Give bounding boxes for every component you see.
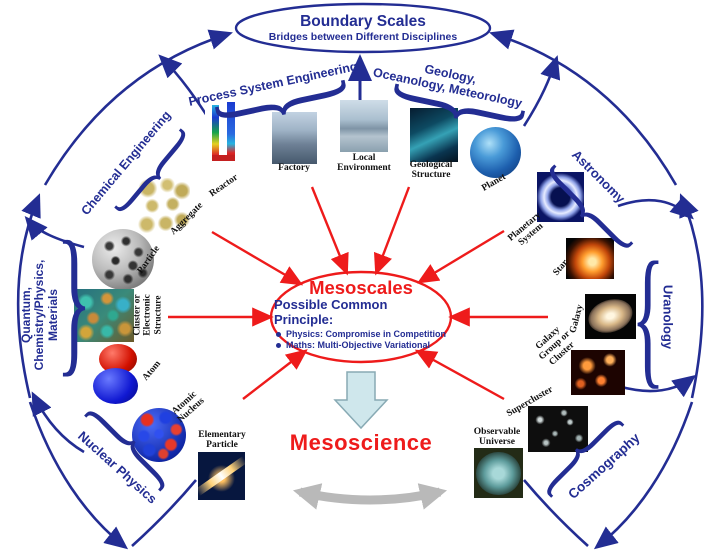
star-image — [566, 238, 614, 279]
galaxy-spiral-graphic — [585, 294, 636, 339]
atom-image — [85, 342, 147, 406]
red-arrow-supercluster — [414, 349, 505, 401]
connector-top-right — [522, 55, 561, 127]
observable-universe-image — [474, 448, 523, 498]
red-arrow-geological-structure — [374, 186, 411, 276]
bullet-physics-text: Physics: Compromise in Competition — [285, 329, 447, 340]
outer-arc-right — [679, 193, 704, 399]
red-arrow-atomic-nucleus — [242, 349, 308, 400]
bullet-maths: Maths: Multi-Objective Variational — [275, 340, 446, 351]
local-environment-image — [340, 100, 388, 152]
factory-label: Factory — [278, 162, 310, 173]
elementary-particle-image — [198, 452, 245, 500]
principle-bullets: Physics: Compromise in Competition Maths… — [275, 329, 447, 351]
factory-image — [272, 112, 317, 164]
red-arrow-local-environment — [310, 186, 349, 276]
boundary-subtitle: Bridges between Different Disciplines — [268, 31, 458, 43]
red-arrows — [168, 186, 548, 401]
particle-collision-streak-graphic — [198, 456, 245, 496]
reactor-image — [205, 102, 241, 166]
bullet-dot-icon — [275, 342, 281, 348]
mesoscience-label: Mesoscience — [289, 430, 433, 455]
astronomy-brace: { — [520, 143, 646, 269]
atomic-nucleus-image — [132, 408, 186, 462]
planetary-system-image — [537, 172, 584, 222]
supercluster-image — [528, 406, 588, 452]
connector-quantum-bottom — [31, 391, 85, 454]
inner-arc-bottom-left — [131, 479, 197, 547]
bullet-physics: Physics: Compromise in Competition — [275, 329, 447, 340]
bullet-dot-icon — [275, 331, 281, 337]
cluster-structure-image — [74, 289, 134, 342]
aggregate-image — [136, 178, 190, 236]
atom-orbital-blue-graphic — [93, 368, 138, 404]
outer-ring — [16, 29, 704, 550]
common-principle-subtitle: Possible Common Principle: — [274, 297, 388, 327]
elementary-particle-label: Elementary Particle — [198, 429, 246, 450]
galaxy-group-image — [571, 350, 625, 395]
reactor-column-graphic — [227, 102, 235, 160]
mesoscales-title: Mesoscales — [309, 277, 413, 298]
nuclear-physics-brace: { — [72, 391, 194, 513]
local-environment-label: Local Environment — [337, 152, 391, 173]
outer-arc-top-left — [43, 29, 233, 186]
cosmography-brace: { — [528, 393, 645, 510]
connector-uranology-top — [617, 196, 694, 220]
planet-image — [470, 127, 521, 178]
down-block-arrow — [333, 371, 389, 430]
reactor-base-graphic — [212, 155, 235, 161]
galaxy-image — [585, 294, 636, 339]
reactor-column-graphic — [212, 105, 219, 155]
bullet-maths-text: Maths: Multi-Objective Variational — [285, 340, 431, 351]
process-system-engineering-brace: { — [182, 70, 364, 142]
universe-sphere-graphic — [476, 451, 521, 495]
discipline-uranology: Uranology — [660, 284, 676, 350]
cluster-structure-label: Cluster or Electronic Structure — [132, 294, 164, 336]
particle-image — [92, 229, 154, 290]
boundary-scales-ellipse — [234, 2, 492, 54]
red-arrow-planetary-system — [416, 229, 505, 284]
boundary-title: Boundary Scales — [300, 13, 426, 30]
discipline-quantum-chemistry-physics-materials: Quantum, Chemistry/Physics, Materials — [18, 259, 60, 371]
connector-uranology-bottom — [617, 374, 697, 398]
red-arrow-aggregate — [211, 230, 304, 286]
geological-structure-image — [410, 108, 458, 162]
bidirectional-gray-arrow — [292, 483, 448, 510]
observable-universe-label: Observable Universe — [473, 426, 521, 447]
inner-arc-bottom-right — [523, 479, 589, 547]
outer-arc-bottom-right — [593, 401, 694, 550]
connector-quantum-top — [24, 216, 85, 249]
geological-structure-label: Geological Structure — [409, 159, 453, 180]
outer-arc-top-right — [489, 29, 678, 186]
chemical-engineering-brace: { — [95, 116, 204, 239]
outer-arc-bottom-left — [28, 401, 129, 550]
boundary-scales-header: Boundary Scales Bridges between Differen… — [238, 5, 488, 51]
mesoscales-content: Mesoscales Possible Common Principle: Ph… — [274, 278, 448, 358]
